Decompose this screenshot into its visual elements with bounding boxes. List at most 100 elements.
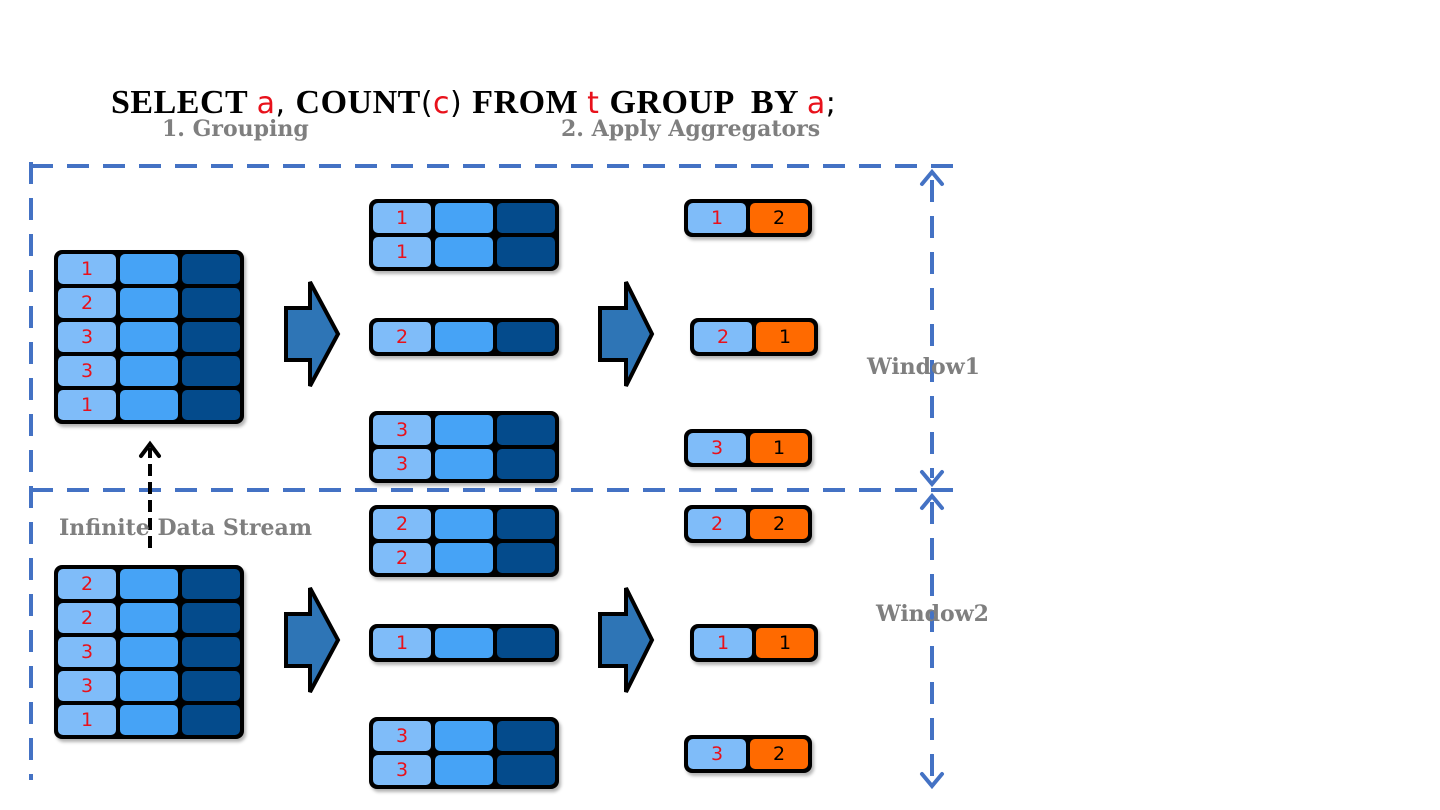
result-key: 2	[694, 322, 752, 352]
value-cell	[497, 721, 555, 751]
value-cell	[120, 356, 178, 386]
value-cell	[435, 415, 493, 445]
table-row: 2	[373, 509, 555, 539]
group-table: 1	[369, 624, 559, 662]
sql-token: COUNT	[295, 84, 421, 121]
sql-token: ;	[825, 86, 837, 121]
key-cell: 2	[373, 543, 431, 573]
result-count: 1	[756, 628, 814, 658]
table-row: 3	[373, 721, 555, 751]
table-row: 2	[373, 322, 555, 352]
aggregate-arrow-icon	[598, 281, 655, 387]
step-aggregate-label: 2. Apply Aggregators	[561, 116, 821, 142]
key-cell: 1	[58, 254, 116, 284]
value-cell	[120, 322, 178, 352]
key-cell: 3	[373, 449, 431, 479]
result-key: 2	[688, 509, 746, 539]
table-row: 2	[58, 288, 240, 318]
table-row: 1	[58, 390, 240, 420]
value-cell	[120, 254, 178, 284]
value-cell	[435, 755, 493, 785]
value-cell	[497, 237, 555, 267]
value-cell	[182, 705, 240, 735]
input-table: 2 2 3 3 1	[54, 565, 244, 739]
key-cell: 3	[58, 637, 116, 667]
input-table: 1 2 3 3 1	[54, 250, 244, 424]
value-cell	[182, 671, 240, 701]
window1-bottom-arrowhead-icon	[920, 470, 944, 488]
group-table: 3 3	[369, 411, 559, 483]
sql-token: a	[806, 86, 826, 121]
key-cell: 2	[58, 288, 116, 318]
group-table: 2 2	[369, 505, 559, 577]
key-cell: 2	[373, 509, 431, 539]
window2-top-arrowhead-icon	[920, 492, 944, 510]
value-cell	[182, 603, 240, 633]
value-cell	[120, 390, 178, 420]
table-row: 2	[58, 569, 240, 599]
key-cell: 2	[373, 322, 431, 352]
value-cell	[497, 628, 555, 658]
value-cell	[435, 509, 493, 539]
sql-query: SELECT a, COUNT(c) FROM t GROUP BY a;	[93, 46, 836, 122]
sql-token: ,	[275, 86, 296, 121]
value-cell	[182, 569, 240, 599]
grouping-arrow-icon	[284, 587, 341, 693]
sql-token: FROM	[472, 84, 588, 121]
table-row: 1	[373, 203, 555, 233]
key-cell: 2	[58, 569, 116, 599]
result-count: 2	[750, 739, 808, 769]
value-cell	[182, 254, 240, 284]
sql-token: a	[256, 86, 276, 121]
key-cell: 1	[58, 390, 116, 420]
value-cell	[435, 322, 493, 352]
table-row: 2	[373, 543, 555, 573]
step-grouping-label: 1. Grouping	[162, 116, 309, 142]
value-cell	[435, 449, 493, 479]
aggregate-arrow-icon	[598, 587, 655, 693]
value-cell	[120, 603, 178, 633]
group-table: 1 1	[369, 199, 559, 271]
value-cell	[182, 322, 240, 352]
result-count: 2	[750, 203, 808, 233]
sql-token: (	[420, 86, 434, 121]
value-cell	[182, 356, 240, 386]
table-row: 2	[58, 603, 240, 633]
result-key: 3	[688, 433, 746, 463]
value-cell	[435, 237, 493, 267]
sql-token: t	[587, 86, 610, 121]
key-cell: 1	[373, 203, 431, 233]
value-cell	[182, 288, 240, 318]
value-cell	[435, 721, 493, 751]
value-cell	[120, 569, 178, 599]
value-cell	[182, 637, 240, 667]
key-cell: 3	[58, 322, 116, 352]
value-cell	[120, 671, 178, 701]
value-cell	[120, 637, 178, 667]
result-count: 1	[750, 433, 808, 463]
value-cell	[435, 543, 493, 573]
sql-token: SELECT	[111, 84, 257, 121]
window1-label: Window1	[867, 354, 980, 380]
result-count: 2	[750, 509, 808, 539]
group-table: 2	[369, 318, 559, 356]
stream-label: Infinite Data Stream	[59, 515, 313, 541]
key-cell: 1	[373, 628, 431, 658]
key-cell: 1	[373, 237, 431, 267]
process-arrows	[284, 281, 655, 693]
key-cell: 3	[373, 415, 431, 445]
value-cell	[497, 509, 555, 539]
table-row: 3	[58, 356, 240, 386]
result-count: 1	[756, 322, 814, 352]
result-key: 1	[694, 628, 752, 658]
value-cell	[497, 203, 555, 233]
table-row: 1	[58, 254, 240, 284]
key-cell: 1	[58, 705, 116, 735]
result-key: 1	[688, 203, 746, 233]
